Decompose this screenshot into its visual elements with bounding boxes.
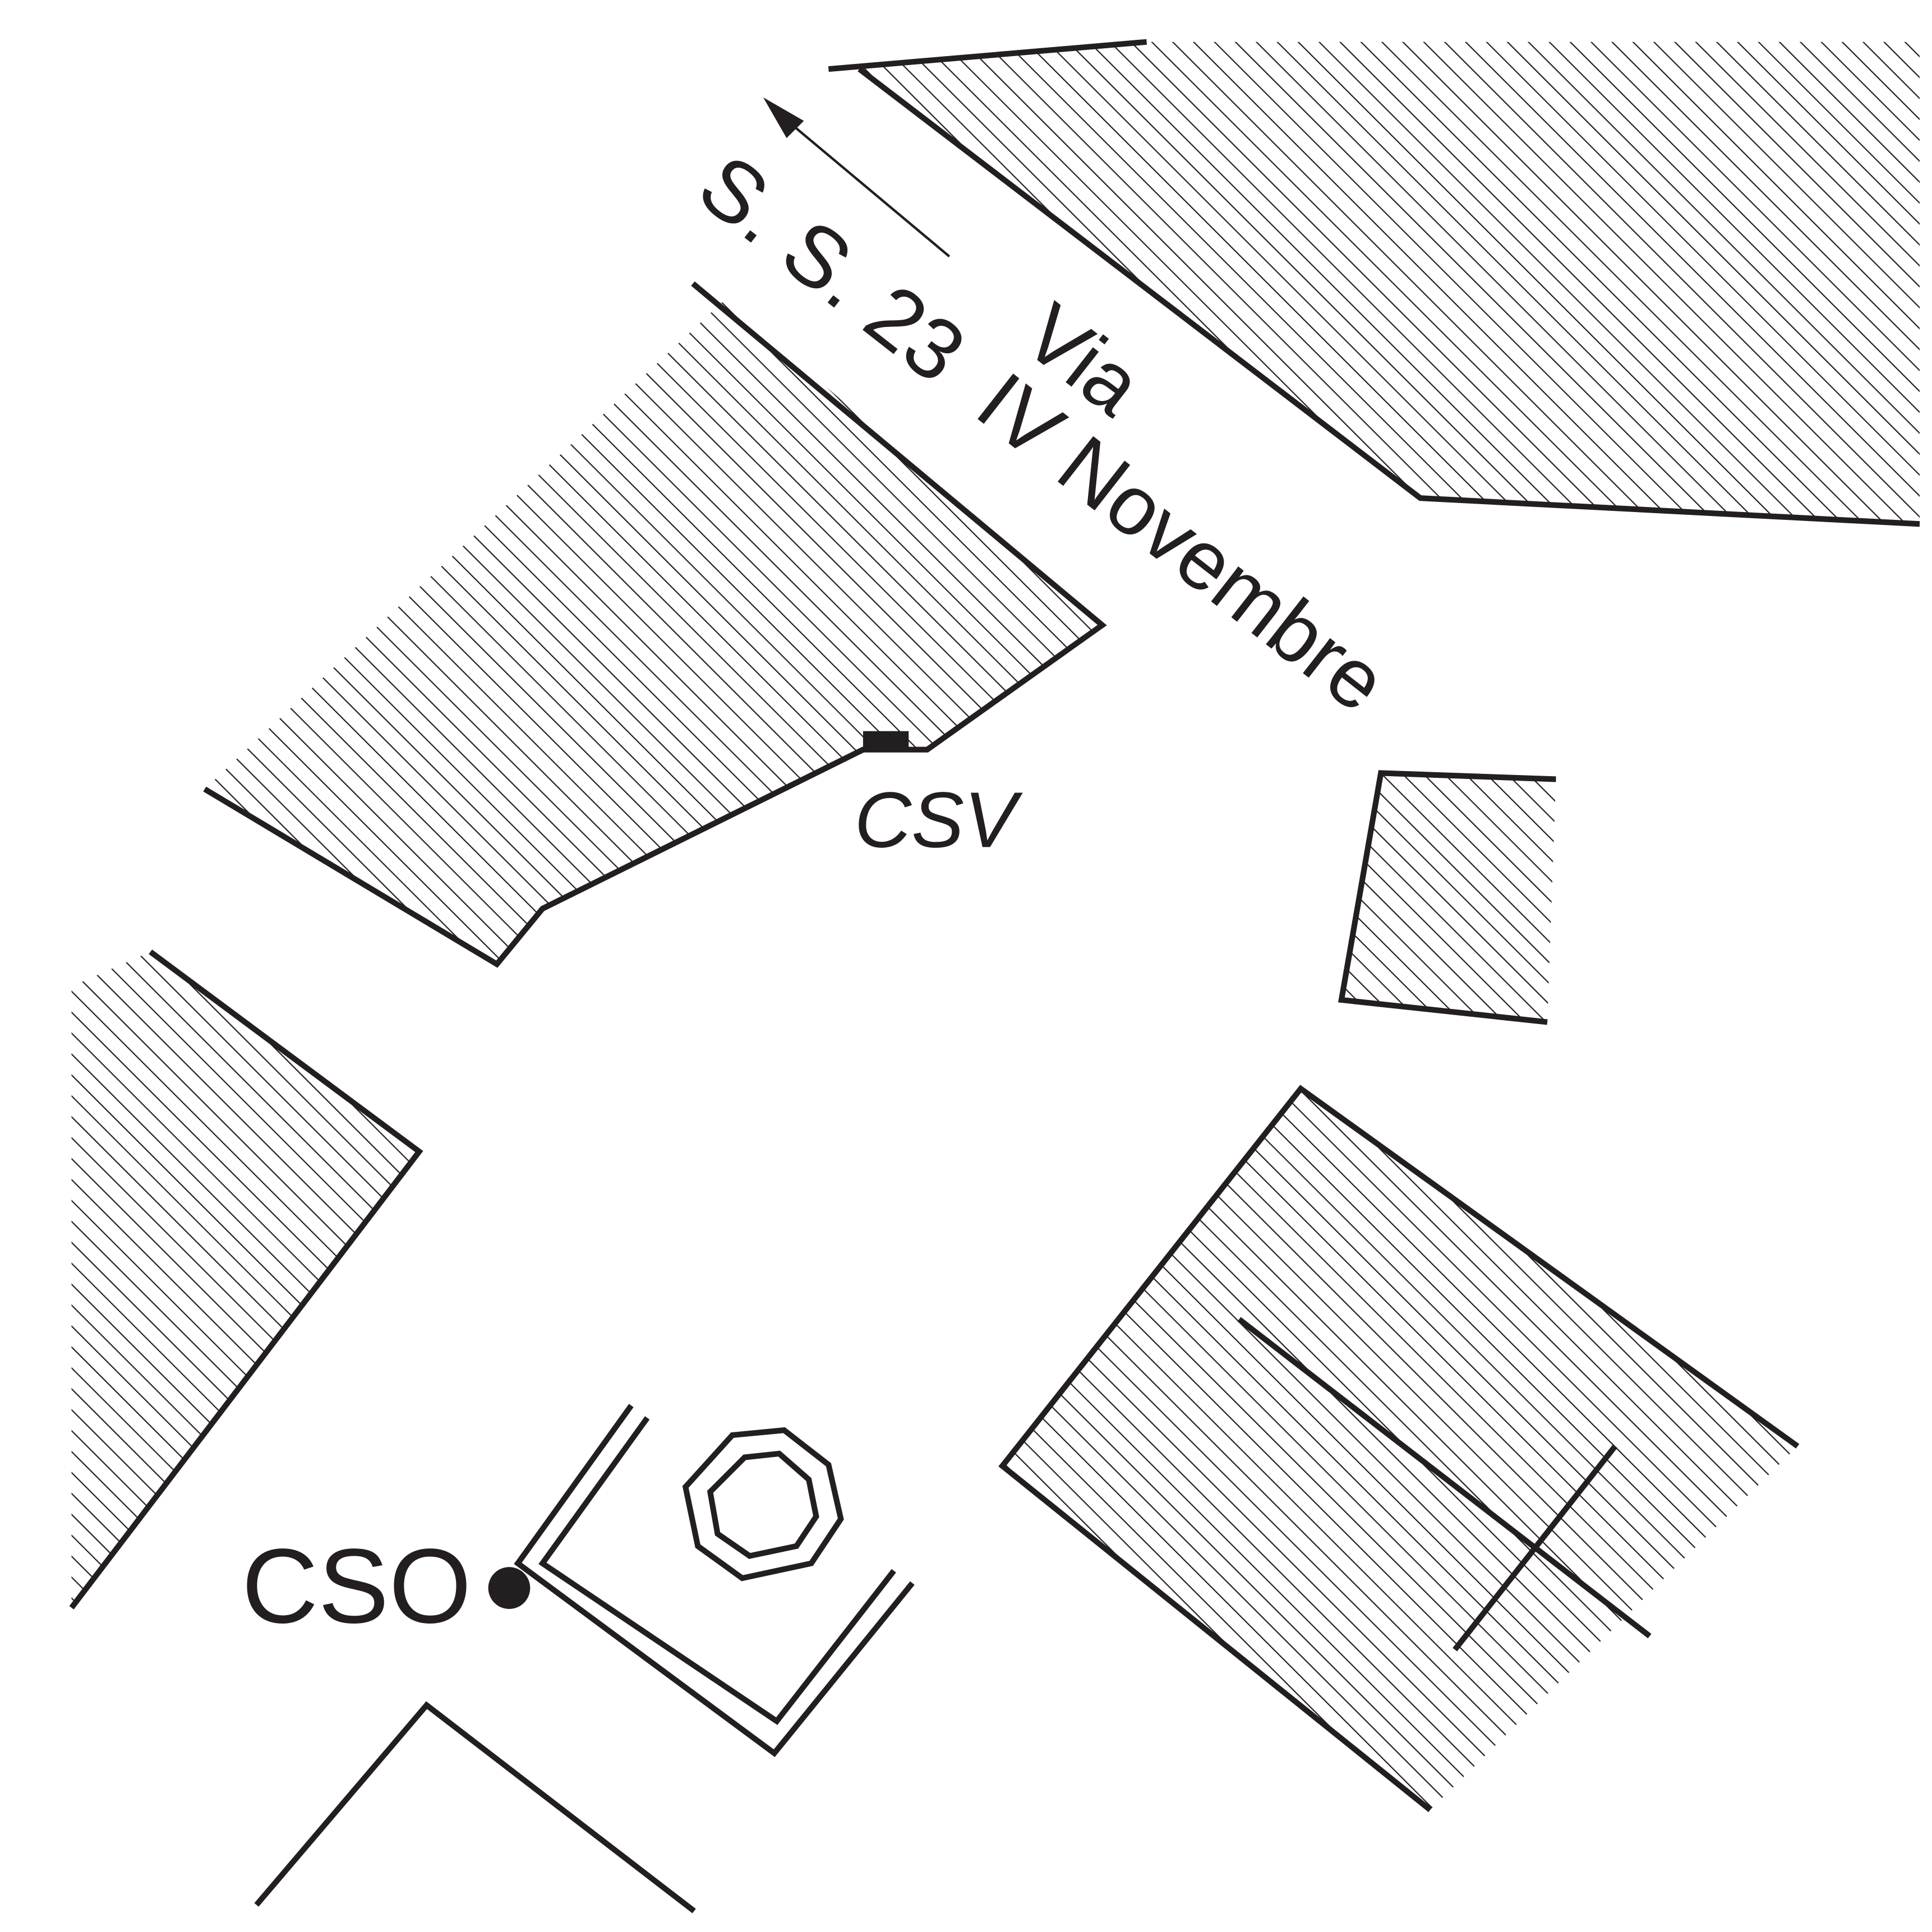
- building-outline-south: [254, 1701, 696, 1913]
- dot-marker-icon: [488, 1567, 531, 1610]
- fountain-octagon: [682, 1427, 844, 1581]
- cso-label: CSO: [242, 1527, 472, 1645]
- building-block-south-east: [998, 1085, 1800, 1813]
- building-block-north-east: [828, 39, 1920, 527]
- csv-connector-line: [541, 747, 865, 911]
- csv-label: CSV: [855, 776, 1023, 864]
- rectangle-marker-icon: [863, 731, 909, 753]
- cso-channel: [514, 1404, 915, 1758]
- building-block-east-small: [1338, 770, 1556, 1025]
- north-west-arrow-icon: [763, 97, 951, 257]
- building-block-west: [69, 949, 423, 1610]
